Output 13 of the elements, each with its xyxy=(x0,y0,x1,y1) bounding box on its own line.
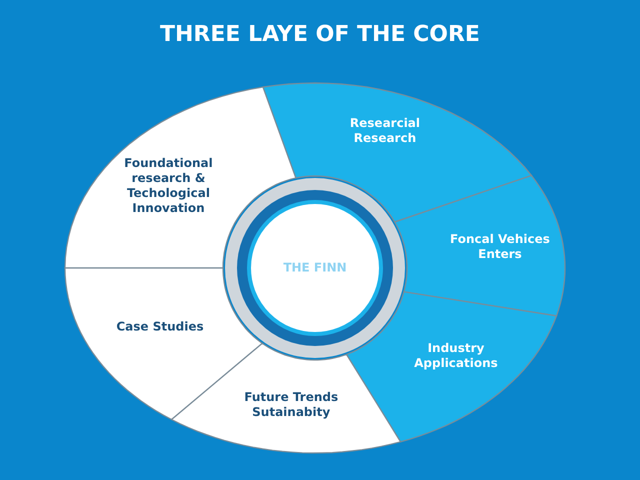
diagram-title: THREE LAYE OF THE CORE xyxy=(159,22,481,47)
center-circle xyxy=(249,202,381,334)
center-label: THE FINN xyxy=(282,260,348,276)
segment-label: Industry Applications xyxy=(413,341,499,372)
segment-label: Case Studies xyxy=(115,319,205,334)
segment-label: Future Trends Sutainabity xyxy=(243,390,340,420)
segment-label: Foncal Vehices Enters xyxy=(449,232,551,262)
ring-segment xyxy=(346,292,556,442)
ring-segment xyxy=(172,343,400,453)
segment-label: Researcial Research xyxy=(348,116,422,146)
ring-segment xyxy=(263,83,532,222)
segment-label: Foundational research & Techological Innovation xyxy=(123,156,214,216)
ring-segment xyxy=(394,176,565,316)
